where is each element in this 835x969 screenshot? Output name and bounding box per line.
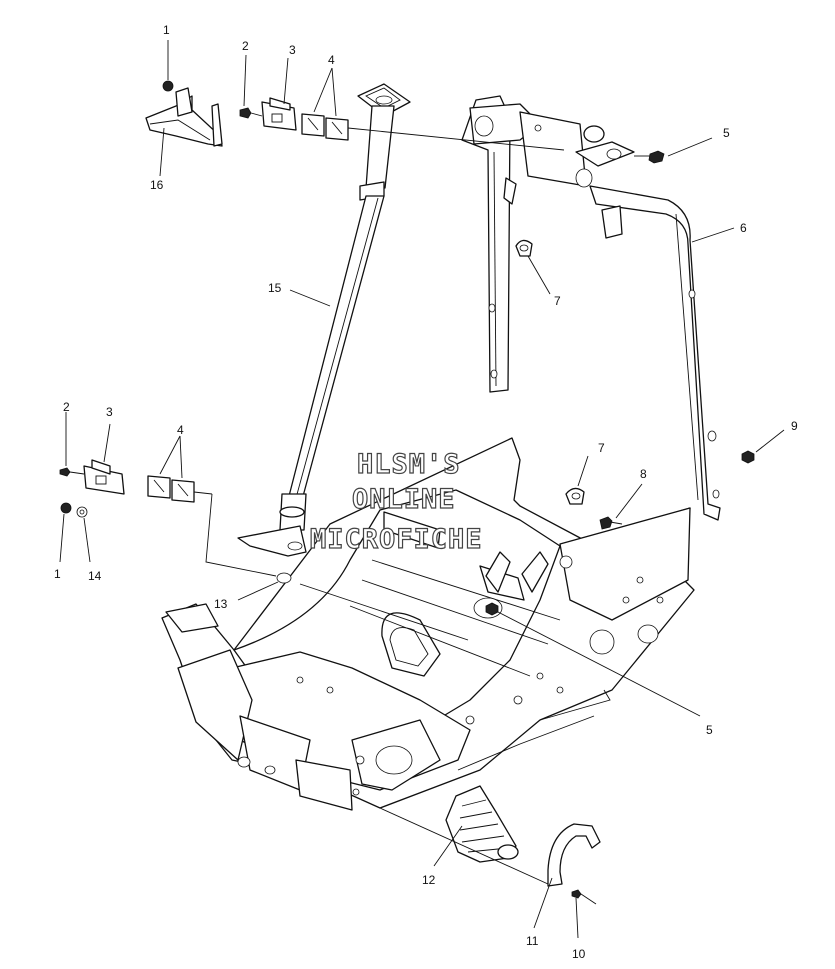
main-chassis (161, 437, 695, 811)
nut-part-1-top (162, 80, 174, 92)
screw-part-10 (571, 889, 582, 899)
steering-bracket (145, 87, 223, 147)
callout-2-left: 2 (63, 400, 70, 414)
bushing-part-4-top (301, 113, 349, 141)
clip-part-7-top (515, 239, 533, 257)
callout-4-top: 4 (328, 53, 335, 67)
steering-post (237, 83, 411, 557)
callout-3-left: 3 (106, 405, 113, 419)
callout-5-top: 5 (723, 126, 730, 140)
clip-part-7-mid (565, 487, 585, 505)
clamp-part-3-top (261, 97, 297, 131)
callout-3-top: 3 (289, 43, 296, 57)
callout-12: 12 (422, 873, 436, 887)
nut-part-1-left (60, 502, 72, 514)
callout-15: 15 (268, 281, 282, 295)
assembly-guide-lines (193, 127, 565, 885)
bolt-part-8 (599, 516, 613, 530)
callout-labels: 1 2 3 4 5 6 16 15 7 9 2 3 4 7 8 1 14 13 … (54, 23, 798, 961)
callout-2-top: 2 (242, 39, 249, 53)
callout-6: 6 (740, 221, 747, 235)
callout-4-left: 4 (177, 423, 184, 437)
callout-7-mid: 7 (598, 441, 605, 455)
callout-16: 16 (150, 178, 164, 192)
callout-10: 10 (572, 947, 586, 961)
watermark: HLSM'S ONLINE MICROFICHE (309, 448, 483, 555)
steering-boot (445, 785, 519, 863)
retaining-ring (547, 823, 601, 887)
bolt-part-2-top (239, 107, 252, 119)
callout-14: 14 (88, 569, 102, 583)
washer-part-13 (276, 572, 292, 584)
frame-anchor-left (485, 551, 511, 593)
callout-5-bottom: 5 (706, 723, 713, 737)
callout-1-top: 1 (163, 23, 170, 37)
callout-leaders (59, 40, 785, 939)
bushing-part-4-left (147, 475, 195, 503)
bolt-part-2-left (59, 467, 71, 477)
clamp-part-3-left (83, 459, 125, 495)
callout-1-left: 1 (54, 567, 61, 581)
bolt-part-5-top (648, 150, 665, 164)
callout-8: 8 (640, 467, 647, 481)
watermark-line-1: HLSM'S (357, 449, 461, 480)
callout-7-top: 7 (554, 294, 561, 308)
callout-13: 13 (214, 597, 228, 611)
watermark-line-3: MICROFICHE (310, 524, 483, 555)
callout-11: 11 (526, 934, 539, 948)
callout-9: 9 (791, 419, 798, 433)
nut-part-9 (741, 450, 755, 464)
watermark-line-2: ONLINE (352, 484, 456, 515)
frame-anchor-right (521, 551, 549, 593)
bolt-part-5-bottom (485, 602, 499, 616)
top-fastener-group (162, 80, 349, 141)
left-fastener-group (59, 459, 292, 584)
